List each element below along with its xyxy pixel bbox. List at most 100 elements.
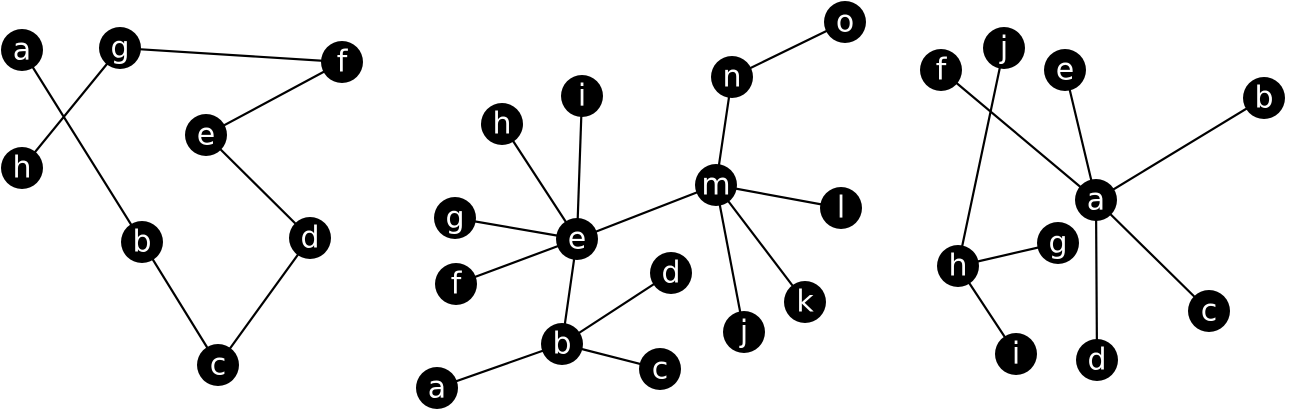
graph-2-node-h-circle <box>481 103 523 145</box>
graph-2-node-n: n <box>711 56 753 98</box>
graph-3-node-j: j <box>983 27 1025 69</box>
graph-2-edge-m-k <box>715 184 806 303</box>
graph-1-edge-a-b <box>21 49 143 243</box>
graph-2-node-l-label: l <box>837 191 845 226</box>
graph-1-node-e-circle <box>185 114 227 156</box>
graph-1-node-c-label: c <box>210 348 227 383</box>
graph-2-node-g-label: g <box>445 201 464 236</box>
graph-2-edge-e-h <box>501 123 578 240</box>
graph-3-edge-f-a <box>940 69 1097 201</box>
graph-1-node-d: d <box>289 217 331 259</box>
graph-3-node-d-label: d <box>1087 343 1106 378</box>
graph-3-node-g-circle <box>1037 222 1079 264</box>
graph-3-node-g: g <box>1037 222 1079 264</box>
graph-1-node-f: f <box>321 41 363 83</box>
graph-1-node-d-label: d <box>300 221 319 256</box>
graph-3-node-g-label: g <box>1048 226 1067 261</box>
graph-2-node-e-label: e <box>568 222 586 257</box>
graph-2-node-l: l <box>820 187 862 229</box>
graph-2-node-b-circle <box>541 323 583 365</box>
graph-1-node-f-circle <box>321 41 363 83</box>
graph-1-node-c: c <box>197 344 239 386</box>
graph-2-node-i-circle <box>561 75 603 117</box>
graph-1-node-b-circle <box>121 221 163 263</box>
graph-1-node-e-label: e <box>197 118 215 153</box>
graph-3-node-a: a <box>1075 179 1117 221</box>
graph-2-edge-m-l <box>715 183 842 210</box>
graph-3-node-b-circle <box>1243 77 1285 119</box>
graph-3-edge-e-a <box>1063 69 1098 201</box>
graph-2-node-g-circle <box>434 197 476 239</box>
graph-1-node-a-circle <box>1 29 43 71</box>
graph-2-node-n-label: n <box>722 60 741 95</box>
graph-3-node-c-label: c <box>1201 294 1218 329</box>
graph-3-node-d: d <box>1076 339 1118 381</box>
graph-2-node-k: k <box>784 281 826 323</box>
graph-1-edge-b-c <box>141 241 219 366</box>
graph-2-edge-m-e <box>576 183 717 241</box>
graph-3-edge-a-d <box>1094 199 1099 361</box>
graph-3-node-i-circle <box>995 333 1037 375</box>
graph-2-node-b-label: b <box>552 327 571 362</box>
graph-3-node-e-circle <box>1044 49 1086 91</box>
graph-3-node-c: c <box>1188 290 1230 332</box>
graph-1-node-h: h <box>1 147 43 189</box>
graph-1-node-g: g <box>99 27 141 69</box>
graph-3-node-j-label: j <box>999 31 1008 66</box>
graph-2-edge-b-a <box>436 342 563 390</box>
graph-1-node-c-circle <box>197 344 239 386</box>
graph-2-node-o-label: o <box>836 5 854 40</box>
graph-3-node-c-circle <box>1188 290 1230 332</box>
graph-2-node-f-label: f <box>451 267 463 302</box>
graph-2-node-c-circle <box>639 348 681 390</box>
graph-2-node-n-circle <box>711 56 753 98</box>
graph-3-node-f-label: f <box>936 53 948 88</box>
graph-2-edge-e-f <box>455 237 578 286</box>
graph-2-node-j-circle <box>723 311 765 353</box>
graph-3-node-f: f <box>920 49 962 91</box>
graph-3-node-a-circle <box>1075 179 1117 221</box>
graph-3-node-i-label: i <box>1012 337 1020 372</box>
graph-1-node-h-label: h <box>12 151 31 186</box>
graph-2-node-e: e <box>556 218 598 260</box>
graph-2-node-l-circle <box>820 187 862 229</box>
graph-2-node-b: b <box>541 323 583 365</box>
graph-2-node-d-label: d <box>661 256 680 291</box>
graph-3-node-a-label: a <box>1087 183 1105 218</box>
graph-2-node-o-circle <box>824 1 866 43</box>
graph-2-node-g: g <box>434 197 476 239</box>
graph-1-node-a: a <box>1 29 43 71</box>
graph-3-node-h: h <box>937 245 979 287</box>
graph-2-node-m-circle <box>695 164 737 206</box>
graph-2-node-i-label: i <box>578 79 586 114</box>
graph-2-node-m-label: m <box>701 168 730 203</box>
graph-1: a g f h e b d c <box>1 27 363 386</box>
graph-2: o n i h m l g e f d k j b c a <box>416 1 866 409</box>
graph-3-node-i: i <box>995 333 1037 375</box>
graph-3-node-b-label: b <box>1254 81 1273 116</box>
graph-2-node-a-label: a <box>428 371 446 406</box>
graph-3-node-f-circle <box>920 49 962 91</box>
graph-3-node-j-circle <box>983 27 1025 69</box>
graph-2-node-f-circle <box>435 263 477 305</box>
graph-2-node-c-label: c <box>652 352 669 387</box>
graph-2-node-k-label: k <box>796 285 814 320</box>
graph-2-node-j-label: j <box>739 315 748 350</box>
graph-3-node-d-circle <box>1076 339 1118 381</box>
graph-2-edge-e-i <box>575 95 584 240</box>
graph-2-node-h: h <box>481 103 523 145</box>
graph-3-edge-a-c <box>1095 199 1210 312</box>
graph-2-node-h-label: h <box>492 107 511 142</box>
graph-2-node-o: o <box>824 1 866 43</box>
graph-3-node-h-circle <box>937 245 979 287</box>
graph-1-node-b: b <box>121 221 163 263</box>
graph-3-edge-j-h <box>956 47 1006 267</box>
graph-1-node-f-label: f <box>337 45 349 80</box>
graph-2-node-j: j <box>723 311 765 353</box>
graph-1-node-g-circle <box>99 27 141 69</box>
graph-2-node-e-circle <box>556 218 598 260</box>
graph-2-node-d: d <box>650 252 692 294</box>
graph-3-node-b: b <box>1243 77 1285 119</box>
